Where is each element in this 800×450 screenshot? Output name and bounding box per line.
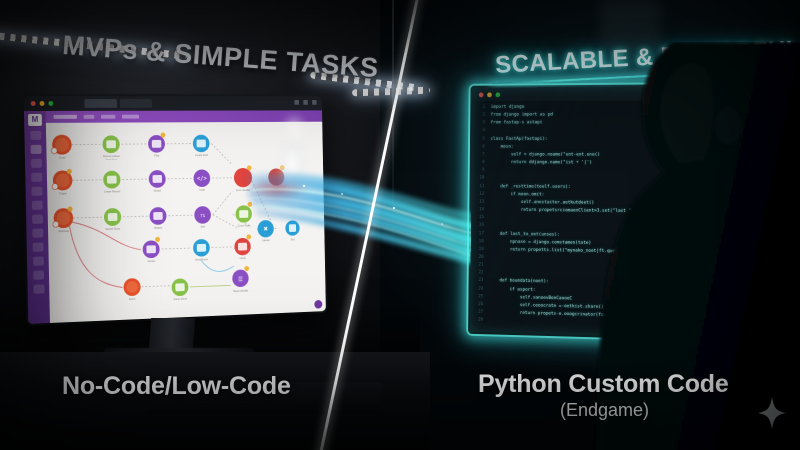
svg-text:Send Notice: Send Notice [195,257,209,261]
sidebar-item-search[interactable] [30,144,42,154]
svg-text:Parse Sheet: Parse Sheet [174,297,188,301]
close-dot-icon[interactable] [30,100,36,106]
sidebar-item-keys[interactable] [31,214,43,224]
svg-text:Filter: Filter [154,154,160,158]
browser-tab[interactable] [119,98,153,108]
svg-text:Split: Split [200,225,205,229]
toolbar-item-testing[interactable] [121,114,140,119]
right-caption: Python Custom Code [478,370,729,398]
svg-text:</>: </> [197,175,207,182]
svg-text:✖: ✖ [263,226,268,233]
svg-text:Record Lookup: Record Lookup [103,154,120,158]
svg-text:Labeler: Labeler [262,238,270,242]
sidebar-item-templates[interactable] [30,172,42,182]
sidebar-item-settings[interactable] [32,284,44,294]
svg-text:Search Rows: Search Rows [105,227,120,231]
svg-text:Create Record: Create Record [104,189,121,193]
sidebar-item-devices[interactable] [31,228,43,238]
svg-text:Mapper: Mapper [154,226,162,230]
maximize-dot-icon[interactable] [48,100,54,106]
svg-text:☰: ☰ [238,276,243,283]
brand-logo: M [27,113,42,126]
monitor-stand [148,318,196,352]
svg-text:Count Rows: Count Rows [238,223,252,227]
svg-text:Code: Code [199,188,205,192]
browser-tabs [84,98,153,108]
svg-text:Google Sheets: Google Sheets [105,158,117,161]
left-caption: No-Code/Low-Code [62,372,291,400]
svg-text:Exit: Exit [291,237,295,241]
svg-text:Router: Router [154,189,162,193]
svg-text:Notify: Notify [240,256,247,260]
right-subcaption: (Endgame) [560,400,650,420]
svg-text:Webhook: Webhook [58,229,69,233]
toolbar-item-run[interactable] [83,114,95,119]
sidebar-item-scenarios[interactable] [30,158,42,168]
svg-text:Event: Event [129,297,136,301]
svg-text:71: 71 [200,213,205,219]
sidebar-item-webhooks[interactable] [31,200,43,210]
browser-tab[interactable] [84,98,118,108]
svg-text:Gmail: Gmail [59,156,66,160]
sparkle-icon [757,396,787,430]
sidebar-item-connections[interactable] [30,186,42,196]
smoke-puff-icon [272,100,316,146]
svg-text:Create Draft: Create Draft [195,153,208,157]
sidebar-item-logs[interactable] [32,270,44,280]
toolbar-item-scenarios[interactable] [53,114,77,119]
minimize-dot-icon[interactable] [39,100,45,106]
svg-text:Sleep Handler: Sleep Handler [233,289,248,293]
wall-corner-edge [392,0,394,260]
sidebar-item-dashboard[interactable] [29,130,41,140]
person-silhouette [580,42,800,450]
sidebar-item-functions[interactable] [32,256,44,266]
svg-text:Iterator: Iterator [148,259,156,263]
sidebar-item-datastores[interactable] [32,242,44,252]
toolbar-item-edit[interactable] [100,114,116,119]
svg-text:Trigger: Trigger [59,191,67,195]
